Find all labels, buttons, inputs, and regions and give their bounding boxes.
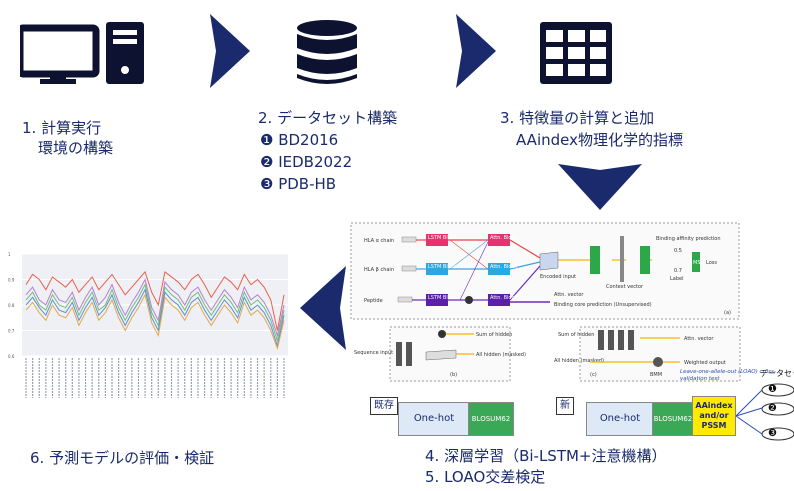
all-hidden-label: All hidden (masked) [554,358,604,364]
y-tick-label: 0.6 [8,354,15,359]
new-tag: 新 [556,397,574,415]
attn-vector-label: Attn. vector [684,336,714,342]
database-icon [297,20,357,84]
existing-tag: 既存 [370,397,398,415]
series-line [25,283,285,343]
computer-icon [20,22,144,84]
architecture-diagram: HLA α chain HLA β chain Peptide LSTM Blo… [350,222,740,320]
step1-subtitle: 環境の構築 [38,139,114,157]
loao-label: Leave-one-allele-out (LOAO) cross-valida… [680,369,776,382]
step6-title: 6. 予測モデルの評価・検証 [30,449,215,467]
encoded-input-label: Encoded input [540,274,576,280]
step1-title: 1. 計算実行 [22,119,102,137]
step2-title: 2. データセット構築 [258,109,398,127]
evaluation-chart: 1 0.9 0.8 0.7 0.6 [8,252,288,398]
dataset-icon: ❸ [768,428,777,439]
table-icon [540,22,612,84]
arrow-down-icon [558,164,642,210]
lstm-block: LSTM Block [428,295,457,301]
dataset-item: ❸ PDB-HB [260,175,337,193]
series-line [25,293,285,351]
pred-value: 0.5 [674,248,682,254]
attention-subdiagrams: Sequence input Sum of hidden All hidden … [354,326,741,382]
panel-label: (c) [590,372,597,378]
context-vector-label: Context vector [606,284,644,290]
series-line [25,270,285,331]
y-tick-label: 0.7 [8,329,15,334]
label-text: Label [670,276,684,282]
dataset-item: ❶ BD2016 [260,131,339,149]
dataset-item: ❷ IEDB2022 [260,153,353,171]
y-tick-label: 0.9 [8,278,15,283]
arrow-right-icon [456,14,496,88]
step3-subtitle: AAindex物理化学的指標 [516,131,683,149]
blosum-box: BLOSUM62 [468,402,514,436]
loss-label: Loss [706,260,717,266]
step5-title: 5. LOAO交差検定 [425,468,546,486]
series-line [25,288,285,348]
attn-block: Attn. Block [490,295,517,301]
y-tick-label: 1 [8,252,11,257]
attn-block: Attn. Block [490,264,517,270]
onehot-box: One-hot [586,402,654,436]
blosum-box: BLOSUM62 [652,402,694,436]
core-label: Binding core prediction (Unsupervised) [554,302,652,308]
affinity-label: Binding affinity prediction [656,236,721,242]
attn-block: Attn. Block [490,235,517,241]
lstm-block: LSTM Block [428,264,457,270]
arrow-right-icon [210,14,250,88]
weighted-output-label: Weighted output [684,360,726,366]
input-label: HLA α chain [364,238,394,244]
onehot-box: One-hot [398,402,470,436]
label-value: 0.7 [674,268,682,274]
y-tick-label: 0.8 [8,303,15,308]
input-label: Peptide [364,298,383,304]
input-label: HLA β chain [364,267,394,273]
sum-hidden-label: Sum of hidden [476,332,512,338]
sum-hidden-label: Sum of hidden [558,332,594,338]
panel-label: (a) [724,310,731,316]
dataset-icon: ❶ [768,384,777,395]
all-hidden-label: All hidden (masked) [476,352,526,358]
seq-input-label: Sequence input [354,350,393,356]
loao-arrows [736,383,794,441]
mse-box: MSE [693,260,704,266]
step4-title: 4. 深層学習（Bi-LSTM+注意機構） [425,447,667,465]
attn-vector-label: Attn. vector [554,292,584,298]
dataset-icon: ❷ [768,403,777,414]
step3-title: 3. 特徴量の計算と追加 [500,109,655,127]
series-line [25,278,285,338]
panel-label: (b) [450,372,457,378]
aaindex-box: AAindex and/or PSSM [692,396,736,436]
lstm-block: LSTM Block [428,235,457,241]
dataset-label: データセット [760,369,794,378]
arrow-left-icon [300,266,346,350]
bmm-label: BMM [650,372,662,378]
